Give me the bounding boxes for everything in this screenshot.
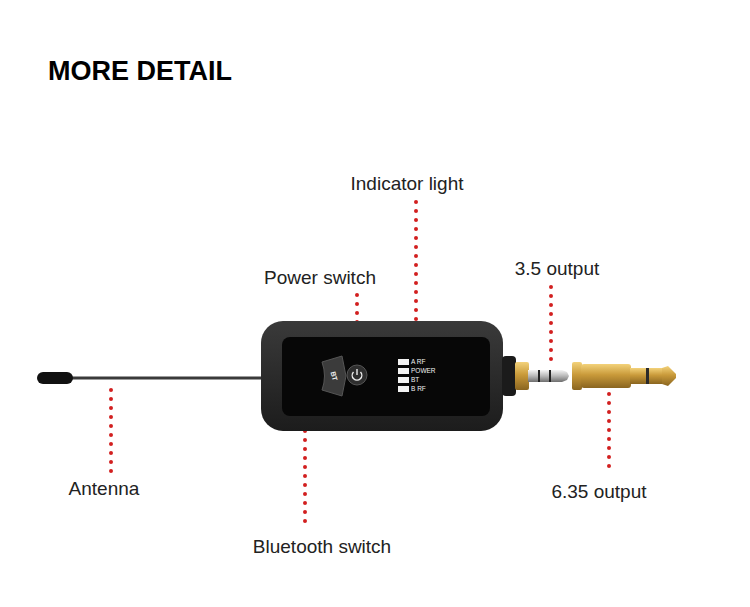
indicator-label: POWER [411,368,436,375]
callout-label: 3.5 output [515,259,600,278]
receiver-body [261,321,503,431]
page-title: MORE DETAIL [48,58,232,85]
bluetooth-button [322,356,346,396]
callout-label: 6.35 output [551,482,646,501]
callout-label: Indicator light [350,174,463,193]
callout-label: Bluetooth switch [253,537,391,556]
indicator-leds [398,359,409,392]
antenna [37,372,264,384]
indicator-label: B RF [411,386,426,393]
power-button [347,365,367,385]
indicator-label: BT [411,377,419,384]
plug-3-5 [502,356,569,396]
callout-label: Antenna [69,479,140,498]
adapter-6-35 [572,362,676,390]
leader-lines [111,202,609,528]
callout-label: Power switch [264,268,376,287]
indicator-label: A RF [411,359,425,366]
